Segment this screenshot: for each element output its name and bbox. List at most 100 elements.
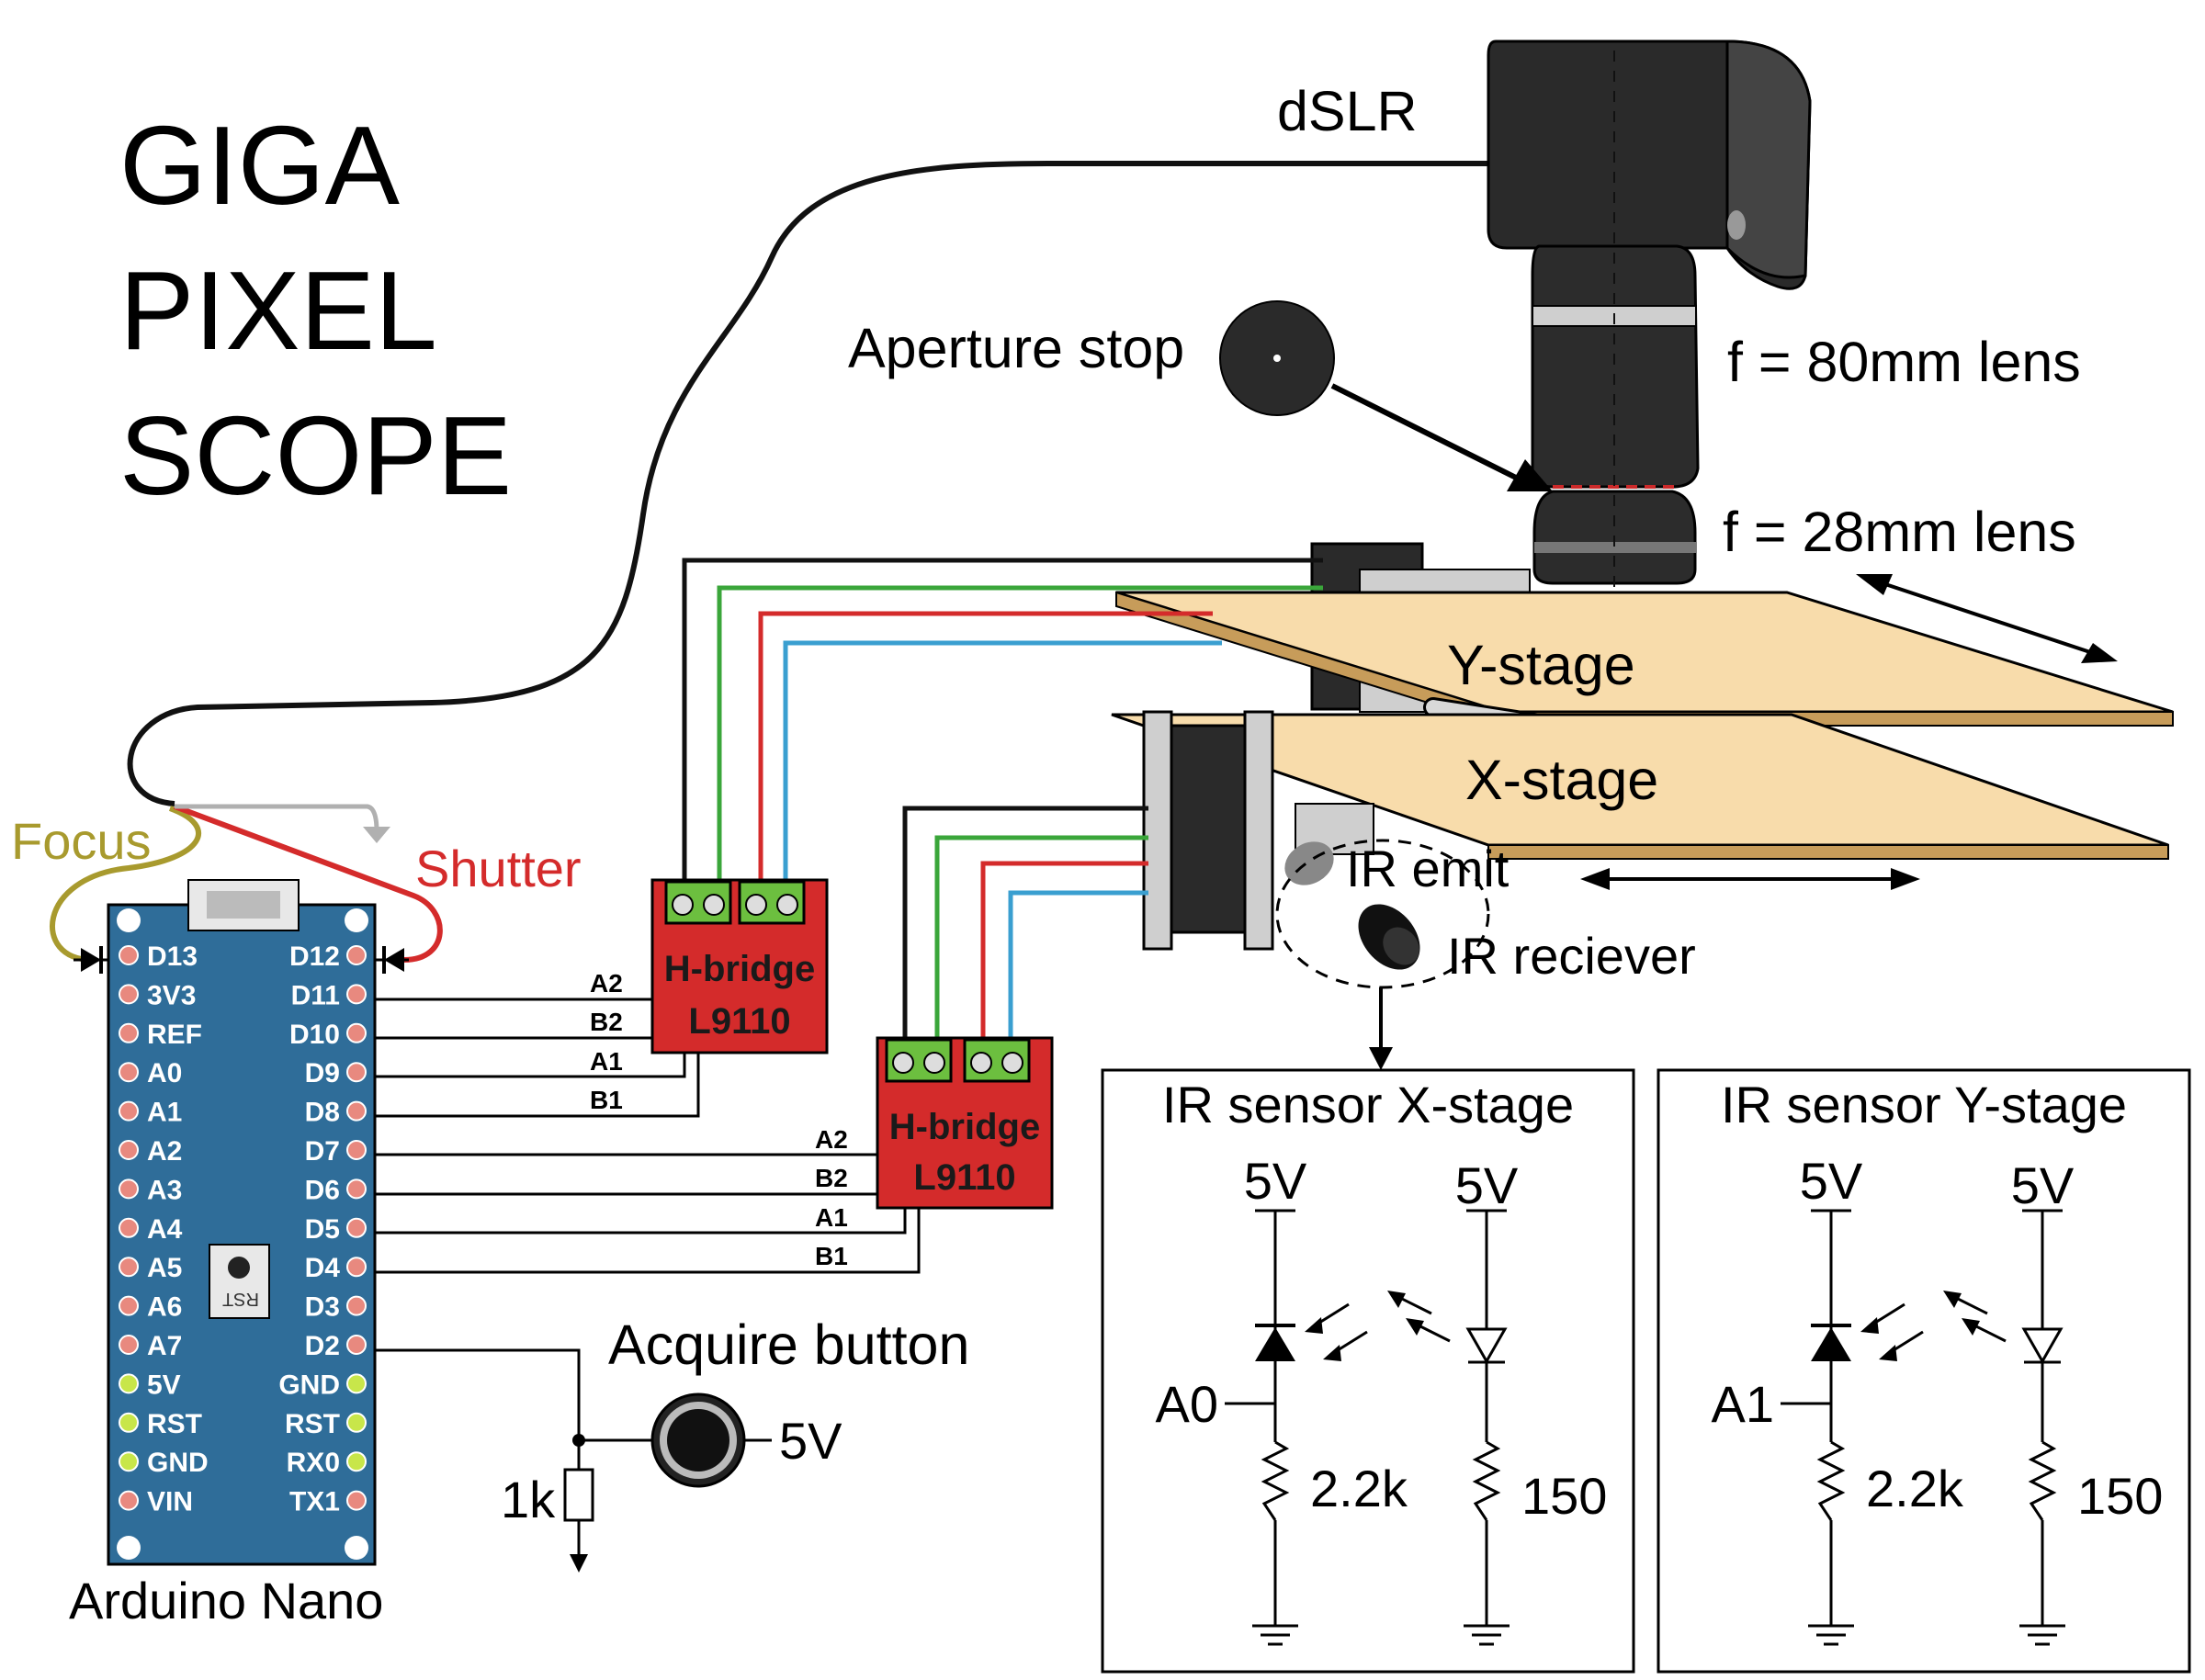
ir-receiver xyxy=(1358,904,1420,970)
dslr-label: dSLR xyxy=(1277,80,1418,142)
ir-receiver-label: IR reciever xyxy=(1447,927,1696,985)
ir-vcc-left: 5V xyxy=(1244,1152,1307,1210)
y-motor-wires xyxy=(682,558,1323,882)
ir-panel-title: IR sensor X-stage xyxy=(1162,1076,1574,1133)
arduino-pin-dot xyxy=(119,984,139,1005)
ir-led-icon xyxy=(1465,1327,1508,1365)
hb1-in-a1: A1 xyxy=(590,1047,623,1076)
arduino-pin-dot xyxy=(346,1490,367,1511)
arduino-pin-label: D6 xyxy=(305,1175,340,1205)
arduino-pin-dot xyxy=(119,1451,139,1472)
arduino-pin-dot xyxy=(119,945,139,965)
arduino-pin-label: D13 xyxy=(147,941,198,972)
arduino-pin-label: A7 xyxy=(147,1331,182,1361)
arduino-label: Arduino Nano xyxy=(69,1572,383,1629)
ir-signal-label: A1 xyxy=(1712,1375,1775,1433)
arduino-pin-dot xyxy=(346,1295,367,1316)
pulldown-resistor xyxy=(563,1468,594,1522)
arduino-pin-label: REF xyxy=(147,1020,202,1050)
arduino-pin-dot xyxy=(119,1100,139,1122)
arduino-pin-dot xyxy=(346,1451,367,1472)
arduino-pin-label: A5 xyxy=(147,1253,182,1283)
x-stage-label: X-stage xyxy=(1465,749,1658,811)
ir-panel-title: IR sensor Y-stage xyxy=(1721,1076,2127,1133)
arduino-pin-dot xyxy=(346,1257,367,1278)
arduino-pin-dot xyxy=(119,1217,139,1238)
hb2-in-a2: A2 xyxy=(815,1125,848,1154)
photodiode-icon xyxy=(1811,1327,1851,1361)
hb2-in-b1: B1 xyxy=(815,1242,848,1270)
hb1-in-a2: A2 xyxy=(590,969,623,998)
x-motor-wires xyxy=(902,806,1148,1040)
title-line-3: SCOPE xyxy=(119,393,512,518)
ir-emit-label: IR emit xyxy=(1346,840,1510,897)
arduino-pin-dot xyxy=(346,1140,367,1160)
arduino-pin-dot xyxy=(346,1022,367,1043)
resistor-icon xyxy=(1816,1440,1846,1521)
arduino-pin-dot xyxy=(346,1217,367,1238)
arduino-pin-label: RX0 xyxy=(287,1448,340,1478)
y-stage xyxy=(1115,591,2174,727)
arduino-pin-label: D8 xyxy=(305,1098,340,1128)
title: GIGA PIXEL SCOPE xyxy=(119,103,512,518)
arduino-pin-label: GND xyxy=(147,1448,209,1478)
arduino-pin-dot xyxy=(346,984,367,1005)
acquire-button[interactable] xyxy=(650,1392,746,1488)
arduino-reset-label: RST xyxy=(222,1289,259,1309)
focus-wire xyxy=(49,806,201,963)
ir-signal-label: A0 xyxy=(1156,1375,1219,1433)
arduino-pin-dot xyxy=(119,1022,139,1043)
arduino-pin-label: GND xyxy=(278,1370,340,1400)
shutter-wire xyxy=(173,804,443,963)
aperture-stop-label: Aperture stop xyxy=(848,317,1184,379)
ir-resistor-left-label: 2.2k xyxy=(1866,1460,1964,1517)
y-stage-motion-arrow xyxy=(1856,574,2118,663)
arduino-pin-label: D4 xyxy=(305,1253,341,1283)
arduino-pin-label: 3V3 xyxy=(147,980,196,1010)
h-bridge-1: H-bridge L9110 xyxy=(650,878,829,1054)
arduino-pin-label: D9 xyxy=(305,1058,340,1088)
title-line-2: PIXEL xyxy=(119,248,437,373)
arduino-pin-label: D12 xyxy=(289,941,340,972)
arduino-pin-label: D10 xyxy=(289,1020,340,1050)
arduino-pin-label: A6 xyxy=(147,1292,182,1323)
ir-sensor-panel-x: IR sensor X-stage 5V 5V A0 2.2k 150 xyxy=(1101,1068,1635,1674)
lens-80-label: f = 80mm lens xyxy=(1727,331,2081,393)
resistor-icon xyxy=(1261,1440,1290,1521)
arduino-pin-dot xyxy=(119,1373,139,1394)
arduino-pin-dot xyxy=(119,1257,139,1278)
arduino-pin-label: D2 xyxy=(305,1331,340,1361)
camera-cable xyxy=(127,161,1493,806)
title-line-1: GIGA xyxy=(119,103,401,228)
arduino-pin-dot xyxy=(346,1373,367,1394)
arduino-pin-dot xyxy=(346,1100,367,1122)
ir-resistor-right-label: 150 xyxy=(2077,1467,2163,1525)
arduino-nano: RST xyxy=(107,879,377,1566)
arduino-pin-dot xyxy=(119,1412,139,1433)
arduino-pin-label: A1 xyxy=(147,1098,182,1128)
arduino-pin-label: A3 xyxy=(147,1175,182,1205)
photodiode-icon xyxy=(1255,1327,1295,1361)
ir-resistor-right-label: 150 xyxy=(1521,1467,1607,1525)
arduino-pin-label: RST xyxy=(147,1409,202,1439)
aperture-arrow xyxy=(1330,383,1518,480)
arduino-pin-label: D7 xyxy=(305,1136,340,1167)
shutter-label: Shutter xyxy=(415,840,582,897)
hb1-in-b2: B2 xyxy=(590,1008,623,1036)
resistor-icon xyxy=(1472,1440,1501,1521)
signal-wires-hb1 xyxy=(375,998,700,1118)
arduino-pin-label: A4 xyxy=(147,1214,183,1245)
arduino-pin-dot xyxy=(346,1062,367,1083)
arduino-pin-dot xyxy=(119,1295,139,1316)
ir-vcc-left: 5V xyxy=(1800,1152,1863,1210)
ir-vcc-right: 5V xyxy=(1455,1156,1519,1214)
arduino-pin-dot xyxy=(119,1335,139,1355)
arduino-pin-dot xyxy=(119,1062,139,1083)
ir-resistor-left-label: 2.2k xyxy=(1310,1460,1408,1517)
arduino-pin-label: D11 xyxy=(291,980,340,1010)
arduino-pin-label: D3 xyxy=(305,1292,340,1323)
